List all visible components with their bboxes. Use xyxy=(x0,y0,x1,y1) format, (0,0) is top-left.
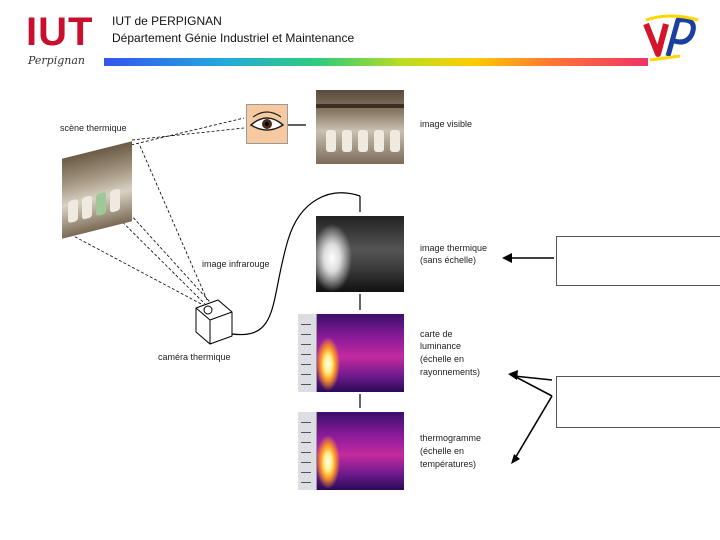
header-title-line2: Département Génie Industriel et Maintena… xyxy=(112,31,355,45)
visible-image-photo xyxy=(316,90,404,164)
ir-line-2 xyxy=(79,179,206,305)
label-visible-image: image visible xyxy=(420,119,473,129)
label-luminance-2: luminance xyxy=(420,341,462,351)
thermal-camera-icon xyxy=(195,299,233,345)
iut-logo-subtext: Perpignan xyxy=(28,54,86,67)
luminance-map-image xyxy=(298,314,404,392)
thermogram-scale-bar xyxy=(298,412,317,490)
label-thermal-image-2: (sans échelle) xyxy=(420,255,477,265)
empty-answer-box-2 xyxy=(556,376,720,428)
label-thermal-image-1: image thermique xyxy=(420,243,488,253)
header-title-line1: IUT de PERPIGNAN xyxy=(112,14,222,28)
iut-logo: IUT Perpignan xyxy=(24,12,94,70)
label-luminance-3: (échelle en xyxy=(420,354,465,364)
luminance-scale-bar xyxy=(298,314,317,392)
ir-line-3 xyxy=(139,145,209,303)
iut-logo-text: IUT xyxy=(26,10,94,54)
label-infrared-image: image infrarouge xyxy=(202,259,270,269)
header-rainbow-bar xyxy=(104,58,648,66)
up-logo xyxy=(643,14,699,62)
arrow-thermogram xyxy=(513,395,553,461)
ir-line-4 xyxy=(129,213,211,303)
label-luminance-4: rayonnements) xyxy=(420,367,481,377)
empty-answer-box-1 xyxy=(556,236,720,286)
label-thermogram-2: (échelle en xyxy=(420,446,465,456)
label-thermogram-3: températures) xyxy=(420,459,477,469)
eye-icon xyxy=(246,104,288,144)
label-scene: scène thermique xyxy=(60,123,127,133)
thermal-image-grayscale xyxy=(316,216,404,292)
thermogram-image xyxy=(298,412,404,490)
sight-line-2 xyxy=(131,127,245,141)
arrow-luminance xyxy=(513,375,553,381)
label-thermogram-1: thermogramme xyxy=(420,433,482,443)
label-luminance-1: carte de xyxy=(420,329,453,339)
label-camera: caméra thermique xyxy=(158,352,231,362)
ir-line-1 xyxy=(65,231,206,307)
camera-cable xyxy=(231,192,361,336)
